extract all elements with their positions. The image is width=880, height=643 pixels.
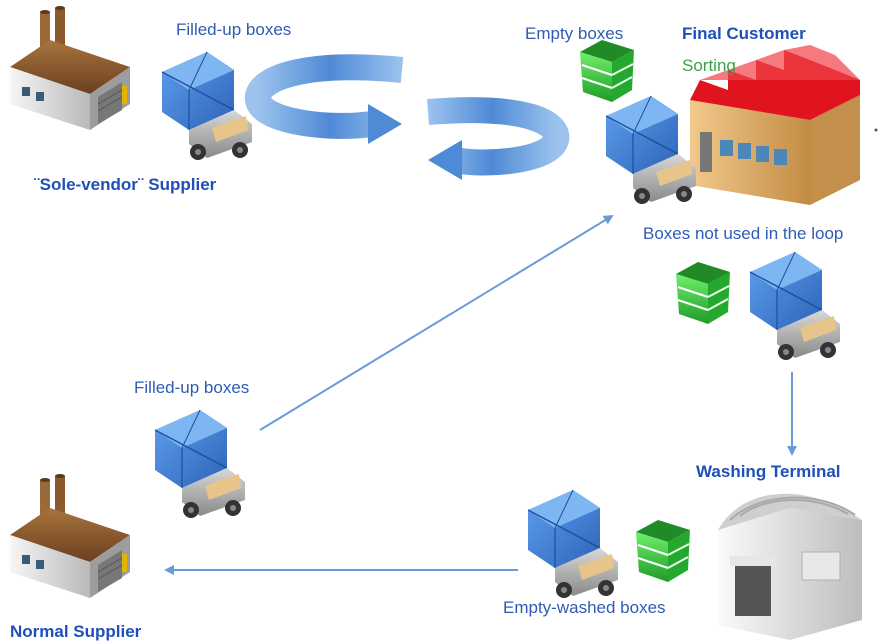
sole-vendor-factory-icon — [9, 5, 131, 131]
final-customer-label: Final Customer — [682, 24, 806, 43]
normal-supplier-label: Normal Supplier — [10, 622, 142, 641]
normal-supplier-factory-icon — [9, 473, 131, 599]
truck-washed-boxes-icon — [527, 489, 619, 599]
washed-boxes-icon — [635, 519, 691, 583]
empty-boxes-icon — [579, 39, 635, 103]
truck-unused-boxes-icon — [749, 251, 841, 361]
empty-washed-boxes-label: Empty-washed boxes — [503, 598, 666, 617]
sole-vendor-supplier-label: ¨Sole-vendor¨ Supplier — [34, 175, 217, 194]
loop-arrows-icon — [244, 54, 570, 180]
empty-boxes-label: Empty boxes — [525, 24, 624, 43]
truck-top-left-icon — [161, 51, 253, 161]
washing-terminal-label: Washing Terminal — [696, 462, 841, 481]
filled-up-boxes-label-bottom: Filled-up boxes — [134, 378, 250, 397]
truck-bottom-left-icon — [154, 409, 246, 519]
washing-terminal-building-icon — [718, 493, 862, 640]
filled-up-boxes-label-top: Filled-up boxes — [176, 20, 292, 39]
unused-boxes-icon — [675, 261, 731, 325]
final-customer-building-icon — [690, 45, 860, 205]
boxes-not-used-label: Boxes not used in the loop — [643, 224, 844, 243]
arrow-to-final-customer — [259, 214, 614, 431]
sorting-label: Sorting — [682, 56, 736, 75]
truck-customer-icon — [605, 95, 697, 205]
